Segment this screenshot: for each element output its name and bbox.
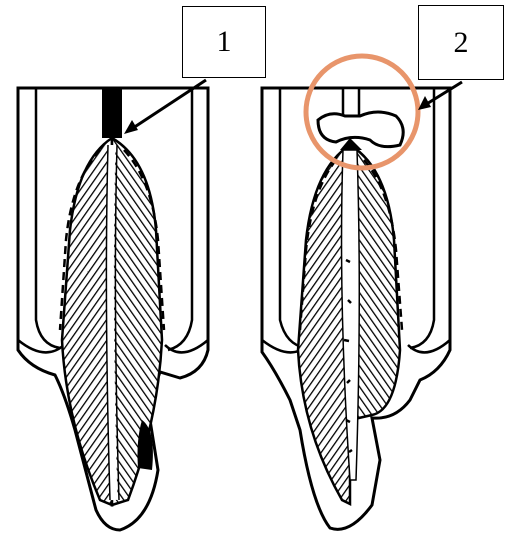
label-1-text: 1 <box>217 25 232 59</box>
canal-opening-left <box>102 88 122 138</box>
canal-opening-right <box>343 88 359 116</box>
root-canal-left <box>110 145 114 500</box>
label-box-1: 1 <box>182 6 266 78</box>
highlight-circle-icon <box>306 56 418 168</box>
tooth-left <box>18 88 208 530</box>
label-box-2: 2 <box>418 5 504 80</box>
tooth-right <box>262 88 450 529</box>
arrow-icon <box>418 82 462 110</box>
root-left-half-left <box>62 138 112 505</box>
label-2-text: 2 <box>454 26 469 60</box>
chamber-right <box>318 112 403 147</box>
